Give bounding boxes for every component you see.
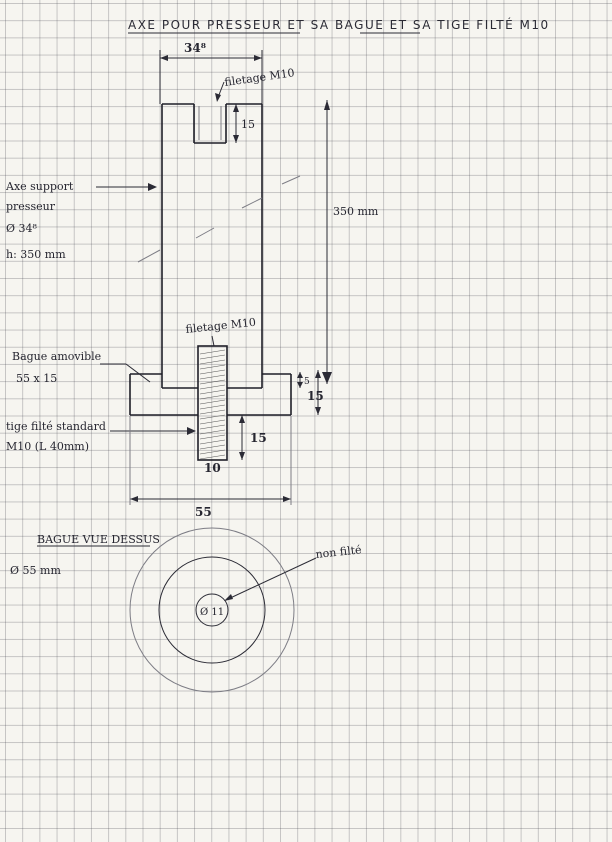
- top-view: BAGUE VUE DESSUS Ø 55 mm Ø 11 non filté: [10, 527, 362, 693]
- thread-hatch-line: [199, 419, 226, 425]
- thread-hatch-line: [199, 384, 226, 390]
- bague-outer-circle: [129, 527, 295, 693]
- dimension-top-bore-depth: 15: [233, 104, 255, 143]
- dimension-axe-length: 350 mm: [322, 100, 379, 384]
- bague-height-5-value: 5: [304, 377, 310, 387]
- axe-width-value: 34⁸: [184, 41, 206, 55]
- axe-body: [137, 103, 301, 374]
- top-filetage-callout: filetage M10: [215, 66, 295, 102]
- thread-hatch-line: [199, 394, 226, 400]
- thread-hatch-line: [199, 444, 226, 450]
- bague-width-value: 55: [195, 505, 212, 519]
- thread-hatch-line: [199, 454, 226, 460]
- thread-hatch-line: [199, 409, 226, 415]
- bague-ring-section: [129, 373, 292, 416]
- bague-inner-circle: [158, 556, 266, 664]
- axe-support-label-1: Axe support: [5, 180, 74, 193]
- thread-hatch-line: [199, 359, 226, 365]
- top-view-diameter: Ø 55 mm: [10, 564, 61, 577]
- axe-support-label-3: Ø 34⁸: [6, 222, 38, 235]
- thread-hatch-line: [199, 374, 226, 380]
- thread-hatch-line: [199, 414, 226, 420]
- thread-hatch-line: [199, 369, 226, 375]
- bague-label-2: 55 x 15: [16, 372, 57, 385]
- bague-hole-circle: [195, 593, 229, 627]
- tige-callout: tige filté standard M10 (L 40mm): [6, 420, 196, 453]
- thread-hatch-line: [199, 434, 226, 440]
- bague-callout: Bague amovible 55 x 15: [12, 350, 151, 385]
- bague-label-1: Bague amovible: [12, 350, 101, 363]
- mid-filetage-callout: filetage M10: [185, 316, 257, 347]
- thread-hatch-line: [199, 349, 226, 355]
- mid-filetage-label: filetage M10: [185, 316, 257, 336]
- thread-hatch-line: [199, 424, 226, 430]
- thread-hatch-line: [199, 449, 226, 455]
- bague-height-15-value: 15: [307, 389, 324, 403]
- axe-length-value: 350 mm: [333, 205, 379, 218]
- dimension-rod-depth: 15: [239, 415, 267, 460]
- dimension-bague-height: 5 15: [297, 370, 324, 415]
- thread-hatch-line: [199, 364, 226, 370]
- non-filete-label: non filté: [315, 543, 362, 561]
- thread-hatch-line: [199, 399, 226, 405]
- thread-hatch-line: [199, 379, 226, 385]
- axe-support-label-2: presseur: [6, 200, 56, 213]
- dimension-bague-width: 55: [129, 416, 292, 519]
- thread-hatch-line: [199, 389, 226, 395]
- tige-label-1: tige filté standard: [6, 420, 106, 433]
- axe-support-callout: Axe support presseur Ø 34⁸ h: 350 mm: [5, 180, 157, 261]
- tige-label-2: M10 (L 40mm): [6, 440, 89, 453]
- rod-width-value: 10: [204, 461, 221, 475]
- thread-hatch-line: [199, 404, 226, 410]
- threaded-rod: [197, 345, 228, 461]
- axe-support-label-4: h: 350 mm: [6, 248, 66, 261]
- top-filetage-label: filetage M10: [224, 66, 296, 89]
- hole-diameter-label: Ø 11: [200, 607, 224, 618]
- top-view-heading: BAGUE VUE DESSUS: [37, 533, 160, 546]
- thread-hatch-line: [199, 354, 226, 360]
- top-bore-depth-value: 15: [241, 118, 255, 131]
- rod-depth-value: 15: [250, 431, 267, 445]
- drawing-title: AXE POUR PRESSEUR ET SA BAGUE ET SA TIGE…: [128, 17, 550, 32]
- thread-hatch-line: [199, 439, 226, 445]
- thread-hatch-line: [199, 429, 226, 435]
- dimension-axe-width: 34⁸: [159, 41, 263, 104]
